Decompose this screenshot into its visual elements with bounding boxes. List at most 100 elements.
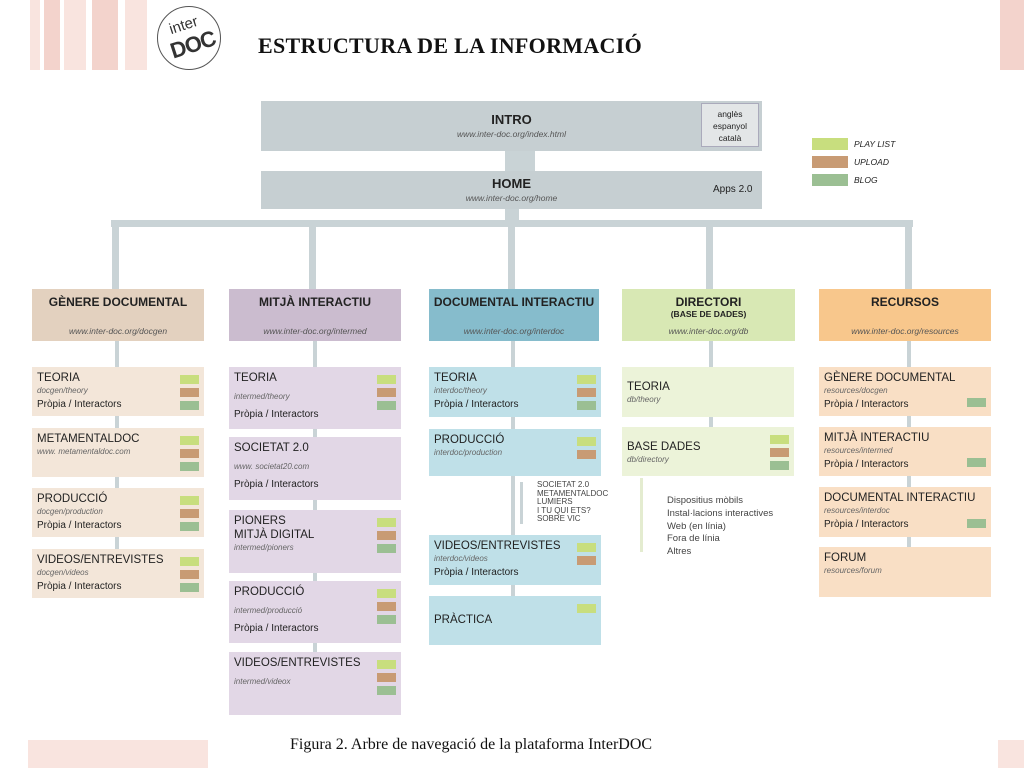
badge-upload[interactable] <box>180 570 199 579</box>
tree-node[interactable]: PRÀCTICA <box>429 596 601 645</box>
node-title: VIDEOS/ENTREVISTES <box>37 554 164 566</box>
home-box[interactable]: HOME www.inter-doc.org/home <box>261 171 762 209</box>
badge-upload[interactable] <box>577 556 596 565</box>
connector-col5 <box>905 226 912 290</box>
sublist-item[interactable]: Dispositius mòbils <box>667 495 744 506</box>
badge-upload[interactable] <box>577 388 596 397</box>
node-url: docgen/theory <box>37 386 88 395</box>
badge-playlist[interactable] <box>770 435 789 444</box>
badge-playlist[interactable] <box>577 437 596 446</box>
badge-blog[interactable] <box>377 544 396 553</box>
sublist-item[interactable]: METAMENTALDOC <box>537 488 609 498</box>
column-url: www.inter-doc.org/docgen <box>68 326 168 336</box>
badge-upload[interactable] <box>180 388 199 397</box>
language-catalan[interactable]: català <box>718 133 742 143</box>
node-url: resources/interdoc <box>824 506 890 515</box>
sublist-item[interactable]: I TU QUI ETS? <box>537 505 591 515</box>
badge-blog[interactable] <box>377 686 396 695</box>
badge-playlist[interactable] <box>180 375 199 384</box>
badge-blog[interactable] <box>770 461 789 470</box>
column-header-3[interactable]: DIRECTORI(BASE DE DADES)www.inter-doc.or… <box>622 289 795 341</box>
sublist-item[interactable]: Web (en línia) <box>667 520 726 532</box>
sublist-item[interactable]: Altres <box>667 546 692 558</box>
node-note: Pròpia / Interactors <box>234 409 319 420</box>
badge-blog[interactable] <box>967 458 986 467</box>
badge-playlist[interactable] <box>377 660 396 669</box>
sublist-item[interactable]: Fora de línia <box>667 533 720 545</box>
badge-playlist[interactable] <box>180 557 199 566</box>
badge-upload[interactable] <box>377 388 396 397</box>
badge-upload[interactable] <box>180 509 199 518</box>
badge-upload[interactable] <box>377 531 396 540</box>
badge-blog[interactable] <box>377 615 396 624</box>
badge-playlist[interactable] <box>577 543 596 552</box>
stripe-band <box>44 0 60 70</box>
node-title: BASE DADES <box>627 441 701 453</box>
badge-blog[interactable] <box>180 401 199 410</box>
language-selector[interactable]: anglès espanyol català <box>701 103 759 147</box>
badge-blog[interactable] <box>967 519 986 528</box>
badge-playlist[interactable] <box>180 496 199 505</box>
connector-col3 <box>508 226 515 290</box>
badge-blog[interactable] <box>967 398 986 407</box>
badge-playlist[interactable] <box>377 375 396 384</box>
badge-playlist[interactable] <box>377 589 396 598</box>
node-note: Pròpia / Interactors <box>37 399 122 410</box>
badge-playlist[interactable] <box>577 375 596 384</box>
stripe-band-bottom <box>998 740 1024 768</box>
badge-playlist[interactable] <box>377 518 396 527</box>
badge-upload[interactable] <box>377 673 396 682</box>
legend-label-upload: UPLOAD <box>854 157 889 167</box>
connector-col4 <box>706 226 713 290</box>
badge-upload[interactable] <box>180 449 199 458</box>
badge-blog[interactable] <box>180 583 199 592</box>
sublist-item[interactable]: SOCIETAT 2.0 <box>537 480 590 489</box>
language-spanish[interactable]: espanyol <box>712 121 748 131</box>
intro-url: www.inter-doc.org/index.html <box>457 129 566 139</box>
node-title: TEORIA <box>434 372 477 384</box>
sublist-item[interactable]: SOBRE VIC <box>537 514 581 524</box>
node-url: resources/forum <box>824 566 882 575</box>
node-url: resources/docgen <box>824 386 888 395</box>
sublist-item[interactable]: Instal·lacions interactives <box>667 507 774 519</box>
badge-playlist[interactable] <box>180 436 199 445</box>
node-url: docgen/videos <box>37 568 89 577</box>
badge-upload[interactable] <box>770 448 789 457</box>
legend-swatch-playlist <box>812 138 848 150</box>
badge-blog[interactable] <box>180 522 199 531</box>
badge-blog[interactable] <box>377 401 396 410</box>
badge-upload[interactable] <box>377 602 396 611</box>
badge-playlist[interactable] <box>577 604 596 613</box>
sublist-item[interactable]: LUMIERS <box>537 497 573 507</box>
badge-blog[interactable] <box>577 401 596 410</box>
badge-blog[interactable] <box>180 462 199 471</box>
intro-box[interactable]: INTRO www.inter-doc.org/index.html <box>261 101 762 151</box>
badge-upload[interactable] <box>577 450 596 459</box>
node-title: PRODUCCIÓ <box>434 434 505 446</box>
node-title: MITJÀ INTERACTIU <box>824 432 930 444</box>
language-english[interactable]: anglès <box>717 109 743 119</box>
